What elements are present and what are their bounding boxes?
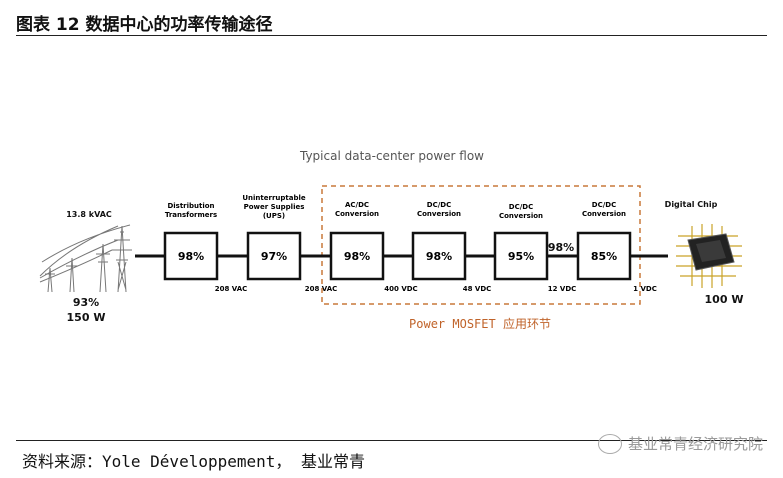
digital-chip-icon xyxy=(676,224,742,288)
stage-label-line: Conversion xyxy=(417,210,461,218)
stage-efficiency: 98% xyxy=(178,250,204,263)
chip-label: Digital Chip xyxy=(665,200,718,209)
output-power: 100 W xyxy=(705,293,744,306)
voltage-label: 48 VDC xyxy=(463,285,492,293)
stage-label-line: Conversion xyxy=(335,210,379,218)
top-divider xyxy=(16,35,767,36)
page-title: 图表 12 数据中心的功率传输途径 xyxy=(16,15,273,35)
stage-efficiency: 95% xyxy=(508,250,534,263)
stage-efficiency: 98% xyxy=(344,250,370,263)
stage-label-line: Distribution xyxy=(167,202,214,210)
watermark: 基业常青经济研究院 xyxy=(597,433,763,454)
diagram-subtitle: Typical data-center power flow xyxy=(299,149,484,163)
stage-box xyxy=(411,231,467,281)
grid-voltage: 13.8 kVAC xyxy=(66,210,112,219)
stage-label-line: (UPS) xyxy=(263,212,285,220)
stage-label-line: Transformers xyxy=(165,211,217,219)
stage-label-line: DC/DC xyxy=(509,203,533,211)
transmission-tower-icon xyxy=(39,224,132,293)
stage-efficiency: 98% xyxy=(426,250,452,263)
voltage-label: 1 VDC xyxy=(633,285,657,293)
voltage-label: 12 VDC xyxy=(548,285,577,293)
voltage-label: 208 VAC xyxy=(305,285,338,293)
stage-label-line: Power Supplies xyxy=(244,203,305,211)
stage-box xyxy=(163,231,219,281)
stage-label-line: Conversion xyxy=(499,212,543,220)
stage-label-line: DC/DC xyxy=(427,201,451,209)
wechat-icon xyxy=(597,433,622,454)
stage-label-line: Conversion xyxy=(582,210,626,218)
watermark-text: 基业常青经济研究院 xyxy=(627,435,763,453)
input-efficiency: 93% xyxy=(73,296,99,309)
input-power: 150 W xyxy=(67,311,106,324)
source-note: 资料来源：Yole Développement， 基业常青 xyxy=(22,452,366,471)
stage-box xyxy=(246,231,302,281)
stage-box xyxy=(576,231,632,281)
stage-label-line: AC/DC xyxy=(345,201,369,209)
mosfet-region xyxy=(321,185,641,305)
stage-label-line: Uninterruptable xyxy=(242,194,306,202)
between-efficiency: 98% xyxy=(548,241,574,254)
stage-label-line: DC/DC xyxy=(592,201,616,209)
mosfet-caption: Power MOSFET 应用环节 xyxy=(409,316,551,331)
voltage-label: 400 VDC xyxy=(384,285,417,293)
stage-efficiency: 85% xyxy=(591,250,617,263)
bottom-divider xyxy=(16,440,767,441)
voltage-label: 208 VAC xyxy=(215,285,248,293)
stage-box xyxy=(493,231,549,281)
stage-box xyxy=(329,231,385,281)
stage-efficiency: 97% xyxy=(261,250,287,263)
